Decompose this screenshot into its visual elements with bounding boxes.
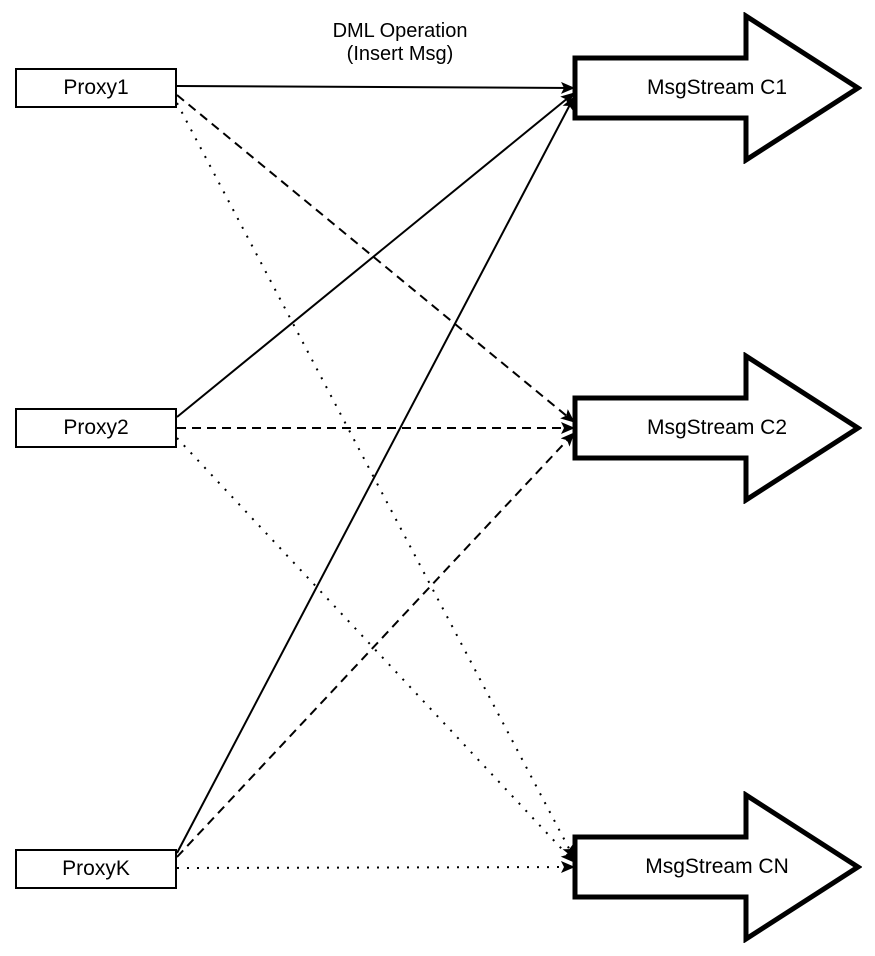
node-proxy2: Proxy2 <box>15 408 177 448</box>
node-proxy2-label: Proxy2 <box>63 416 129 439</box>
edge-proxy1-c2 <box>176 94 575 423</box>
edge-proxy2-c1 <box>176 92 575 418</box>
stream-arrow-c2-shape <box>572 352 862 504</box>
node-proxyk-label: ProxyK <box>62 857 130 880</box>
stream-arrow-c1-shape <box>572 12 862 164</box>
edge-proxy1-cn <box>176 102 575 859</box>
edge-proxyk-cn <box>176 861 575 874</box>
edge-proxy2-cn <box>176 437 575 863</box>
title-line-1: DML Operation <box>332 20 468 42</box>
title-line-2: (Insert Msg) <box>346 43 454 65</box>
edge-proxy1-c1 <box>176 81 575 94</box>
edge-proxyk-c2 <box>176 432 575 858</box>
node-proxy1-label: Proxy1 <box>63 76 129 99</box>
edge-proxyk-c1 <box>176 96 575 854</box>
diagram-title: DML Operation (Insert Msg) <box>270 20 530 66</box>
node-proxyk: ProxyK <box>15 849 177 889</box>
stream-arrow-cn-shape <box>572 791 862 943</box>
node-proxy1: Proxy1 <box>15 68 177 108</box>
